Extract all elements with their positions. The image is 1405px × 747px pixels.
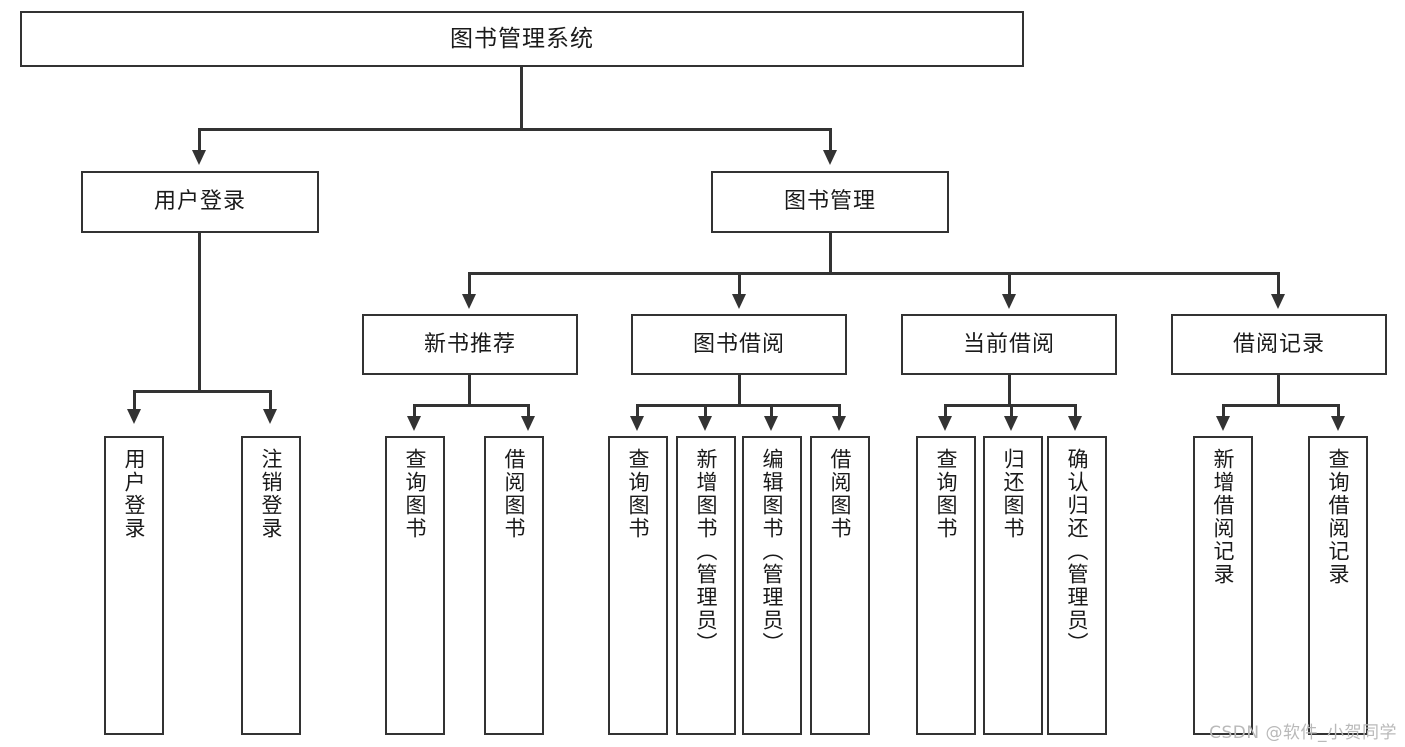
connector-user-login-bus [133,390,272,393]
connector-bm-drop-new-book [468,272,471,296]
node-label: 查询图书 [934,448,959,540]
connector-cb-drop-3 [1074,404,1077,418]
arrowhead-cb-return-book [1004,416,1018,431]
arrowhead-br-add-record [1216,416,1230,431]
node-book-management[interactable]: 图书管理 [711,171,949,233]
connector-new-book-drop-2 [527,404,530,418]
arrowhead-bb-edit-book [764,416,778,431]
leaf-bb-add-book[interactable]: 新增图书（管理员） [676,436,736,735]
connector-bm-drop-book-borrow [738,272,741,296]
connector-current-borrow-stem [1008,375,1011,407]
node-label: 图书管理系统 [450,25,594,52]
arrowhead-br-query-record [1331,416,1345,431]
node-label: 借阅图书 [502,448,527,540]
connector-book-management-bus [468,272,1280,275]
connector-new-book-stem [468,375,471,407]
connector-cb-drop-2 [1010,404,1013,418]
node-label: 注销登录 [259,448,284,540]
connector-root-bus [198,128,832,131]
connector-root-drop-user-login [198,128,201,153]
node-label: 新增借阅记录 [1211,448,1236,586]
arrowhead-borrow-record [1271,294,1285,309]
leaf-bb-edit-book[interactable]: 编辑图书（管理员） [742,436,802,735]
connector-bb-drop-1 [636,404,639,418]
connector-bb-drop-2 [704,404,707,418]
arrowhead-bb-query-book [630,416,644,431]
arrowhead-current-borrow [1002,294,1016,309]
node-label: 图书借阅 [692,331,785,357]
connector-user-login-stem [198,233,201,393]
node-label: 图书管理 [783,189,876,215]
node-current-borrow[interactable]: 当前借阅 [901,314,1117,375]
node-label: 查询借阅记录 [1326,448,1351,586]
connector-book-borrow-bus [636,404,840,407]
leaf-nb-borrow-book[interactable]: 借阅图书 [484,436,544,735]
node-label: 归还图书 [1001,448,1026,540]
leaf-logout[interactable]: 注销登录 [241,436,301,735]
node-label: 当前借阅 [962,331,1055,357]
leaf-br-query-record[interactable]: 查询借阅记录 [1308,436,1368,735]
node-new-book-recommend[interactable]: 新书推荐 [362,314,578,375]
arrowhead-book-management [823,150,837,165]
leaf-br-add-record[interactable]: 新增借阅记录 [1193,436,1253,735]
arrowhead-bb-add-book [698,416,712,431]
node-label: 查询图书 [403,448,428,540]
node-label: 确认归还（管理员） [1065,448,1090,655]
arrowhead-nb-query-book [407,416,421,431]
connector-cb-drop-1 [944,404,947,418]
node-label: 用户登录 [122,448,147,540]
leaf-user-login[interactable]: 用户登录 [104,436,164,735]
connector-new-book-bus [413,404,530,407]
connector-br-drop-2 [1337,404,1340,418]
arrowhead-new-book-recommend [462,294,476,309]
connector-br-drop-1 [1222,404,1225,418]
leaf-nb-query-book[interactable]: 查询图书 [385,436,445,735]
arrowhead-leaf-user-login [127,409,141,424]
arrowhead-book-borrow [732,294,746,309]
arrowhead-cb-query-book [938,416,952,431]
arrowhead-bb-borrow-book [832,416,846,431]
connector-borrow-record-bus [1222,404,1340,407]
connector-user-login-drop-2 [269,390,272,411]
connector-new-book-drop-1 [413,404,416,418]
connector-borrow-record-stem [1277,375,1280,407]
leaf-bb-query-book[interactable]: 查询图书 [608,436,668,735]
node-label: 新增图书（管理员） [694,448,719,655]
node-label: 借阅记录 [1232,331,1325,357]
connector-bb-drop-3 [770,404,773,418]
leaf-cb-query-book[interactable]: 查询图书 [916,436,976,735]
node-root-book-management-system[interactable]: 图书管理系统 [20,11,1024,67]
node-label: 用户登录 [153,189,246,215]
node-borrow-record[interactable]: 借阅记录 [1171,314,1387,375]
node-label: 新书推荐 [423,331,516,357]
node-book-borrow[interactable]: 图书借阅 [631,314,847,375]
leaf-cb-confirm-return[interactable]: 确认归还（管理员） [1047,436,1107,735]
node-user-login[interactable]: 用户登录 [81,171,319,233]
connector-root-drop-book-management [829,128,832,153]
connector-user-login-drop-1 [133,390,136,411]
node-label: 编辑图书（管理员） [760,448,785,655]
leaf-cb-return-book[interactable]: 归还图书 [983,436,1043,735]
arrowhead-leaf-logout [263,409,277,424]
arrowhead-user-login [192,150,206,165]
connector-bb-drop-4 [838,404,841,418]
connector-bm-drop-borrow-record [1277,272,1280,296]
node-label: 查询图书 [626,448,651,540]
connector-book-management-stem [829,233,832,275]
arrowhead-nb-borrow-book [521,416,535,431]
connector-bm-drop-current-borrow [1008,272,1011,296]
node-label: 借阅图书 [828,448,853,540]
connector-book-borrow-stem [738,375,741,407]
arrowhead-cb-confirm-return [1068,416,1082,431]
leaf-bb-borrow-book[interactable]: 借阅图书 [810,436,870,735]
connector-root-stem [520,67,523,130]
